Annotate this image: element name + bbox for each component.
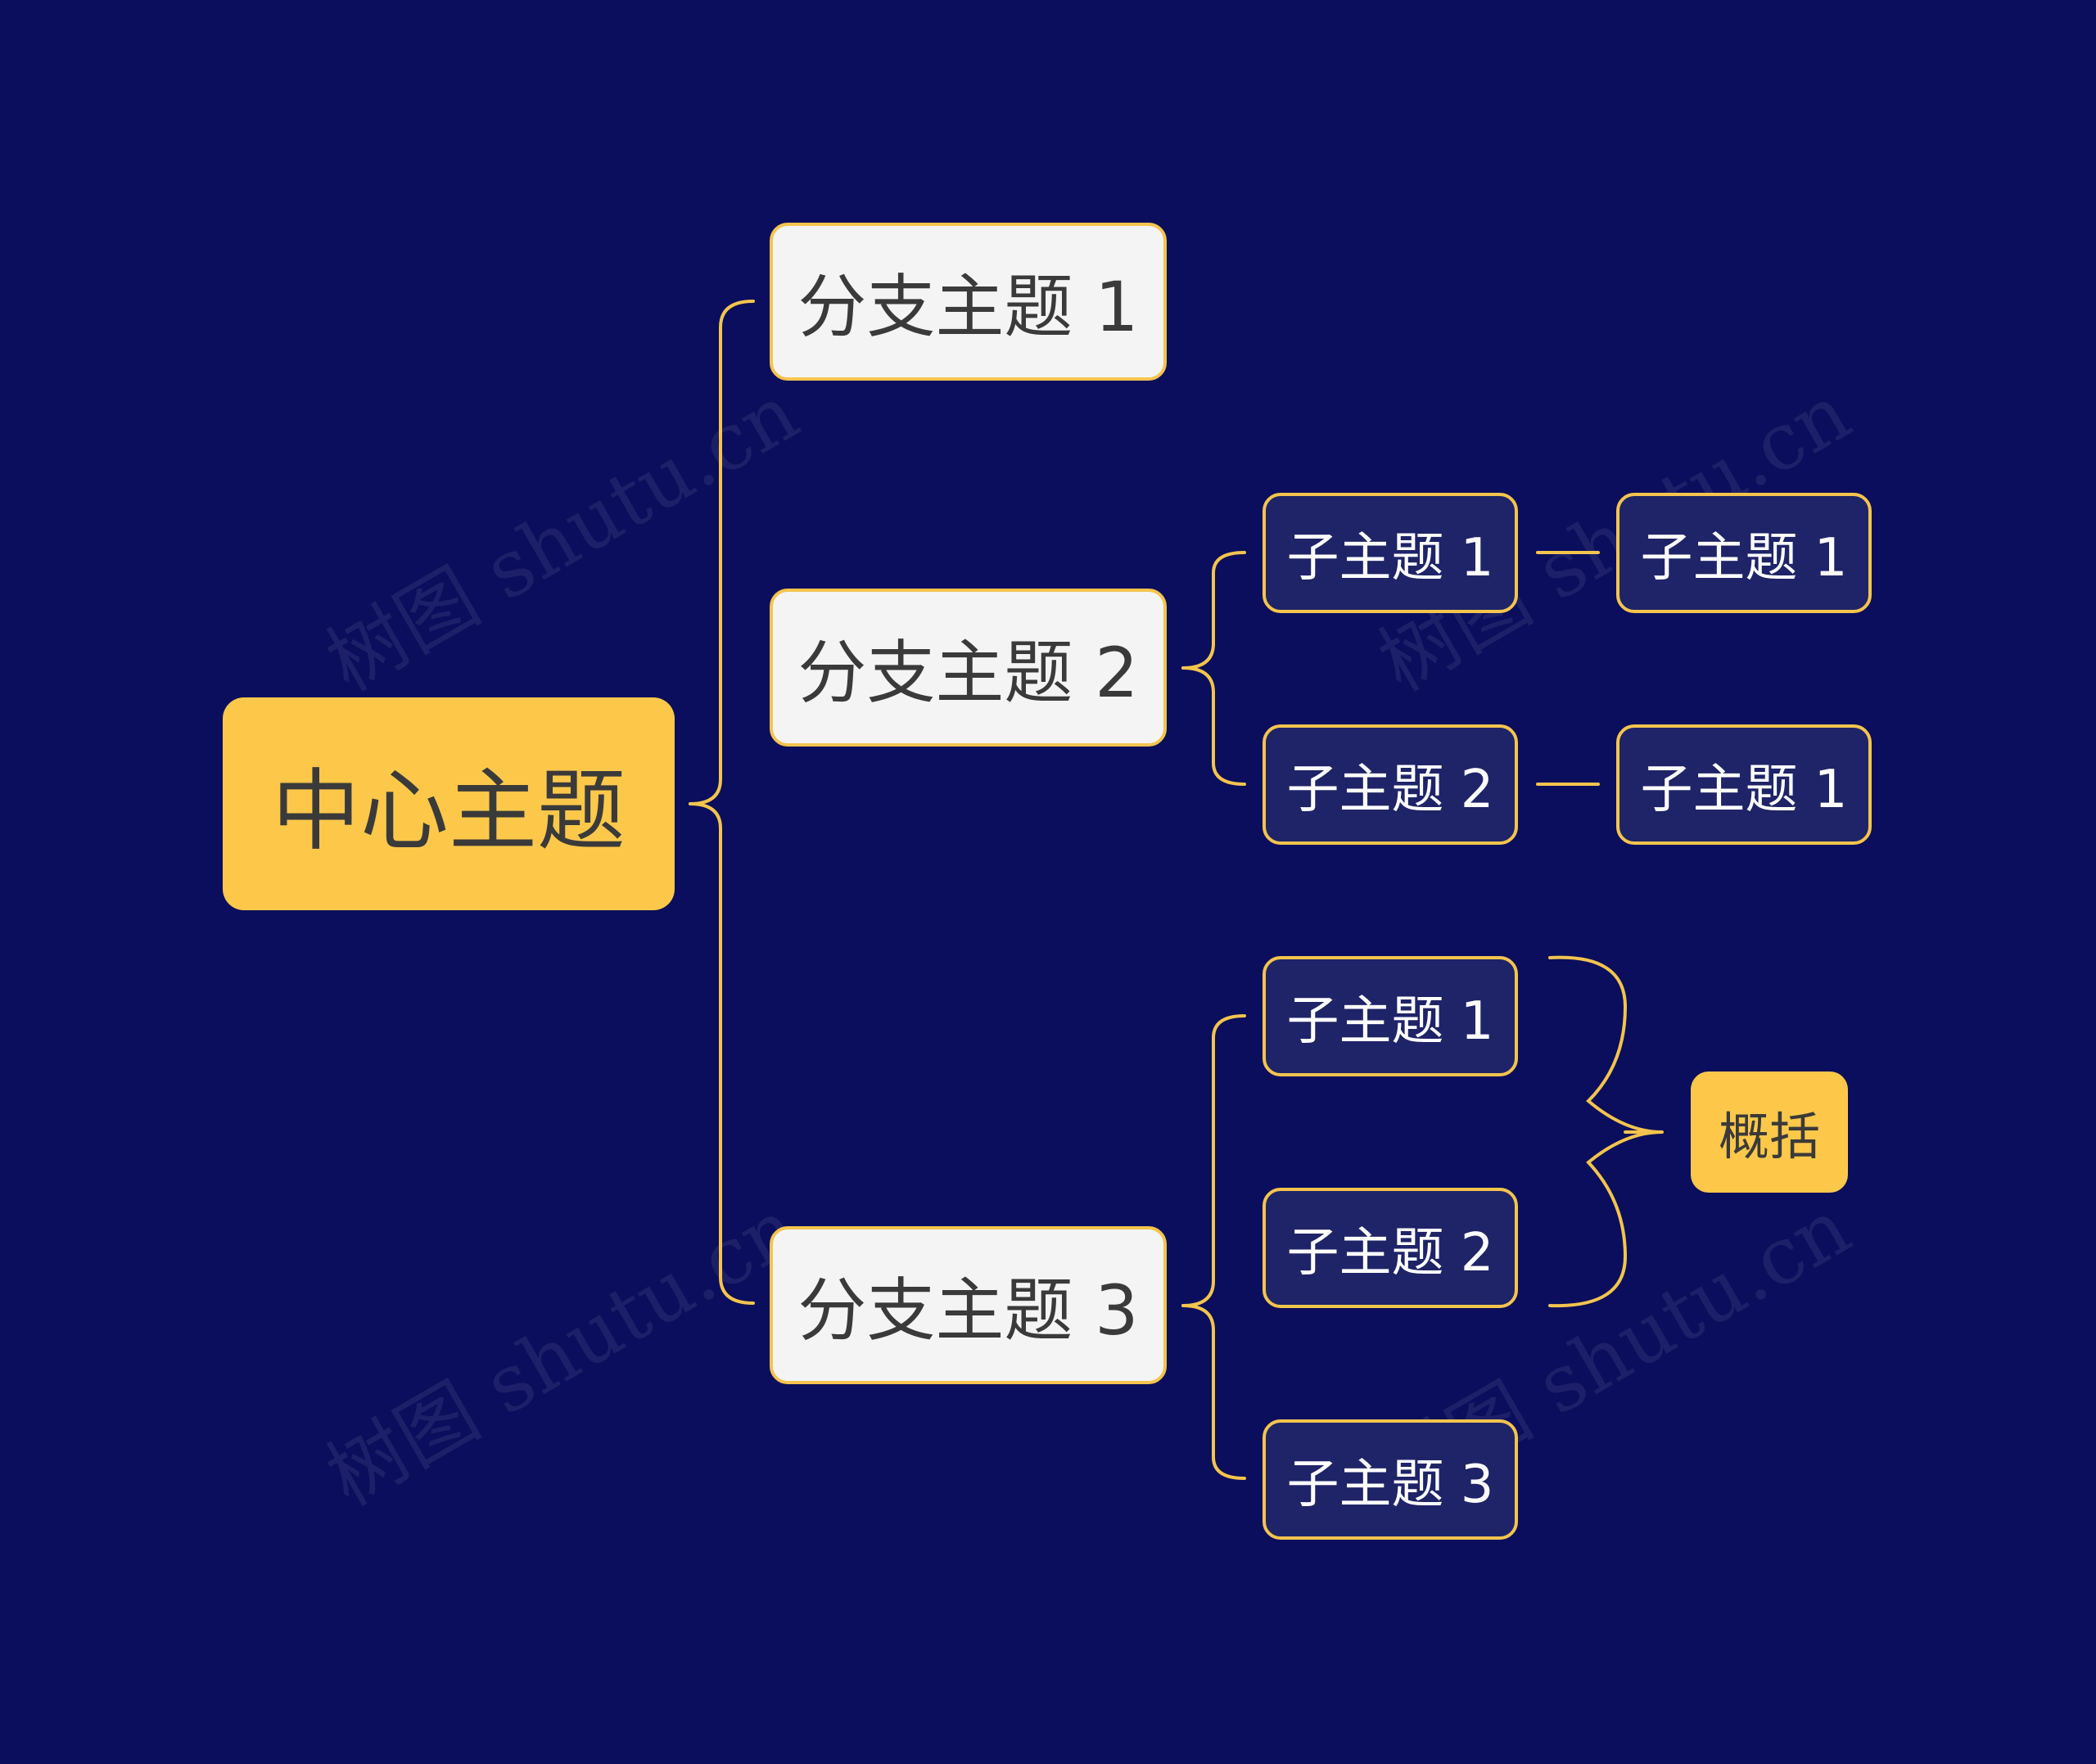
branch2-sub-connector bbox=[1181, 551, 1246, 670]
root-branch-connector bbox=[689, 300, 755, 805]
summary-topic[interactable]: 概括 bbox=[1691, 1071, 1848, 1193]
branch-topic-3[interactable]: 分支主题 3 bbox=[770, 1226, 1167, 1384]
branch2-subtopic-2-child[interactable]: 子主题 1 bbox=[1616, 724, 1872, 845]
branch2-sub-connector bbox=[1181, 666, 1246, 786]
branch3-sub-connector bbox=[1181, 1304, 1246, 1480]
branch3-subtopic-2[interactable]: 子主题 2 bbox=[1263, 1188, 1518, 1308]
central-topic[interactable]: 中心主题 bbox=[223, 697, 675, 910]
branch2-subtopic-1[interactable]: 子主题 1 bbox=[1263, 493, 1518, 613]
branch-topic-2[interactable]: 分支主题 2 bbox=[770, 589, 1167, 747]
branch2-subtopic-1-child[interactable]: 子主题 1 bbox=[1616, 493, 1872, 613]
branch3-sub-connector bbox=[1181, 1014, 1246, 1307]
branch2-subtopic-2[interactable]: 子主题 2 bbox=[1263, 724, 1518, 845]
root-branch-connector bbox=[689, 802, 755, 1305]
branch-topic-1[interactable]: 分支主题 1 bbox=[770, 223, 1167, 381]
branch3-subtopic-3[interactable]: 子主题 3 bbox=[1263, 1419, 1518, 1540]
branch3-subtopic-1[interactable]: 子主题 1 bbox=[1263, 956, 1518, 1076]
